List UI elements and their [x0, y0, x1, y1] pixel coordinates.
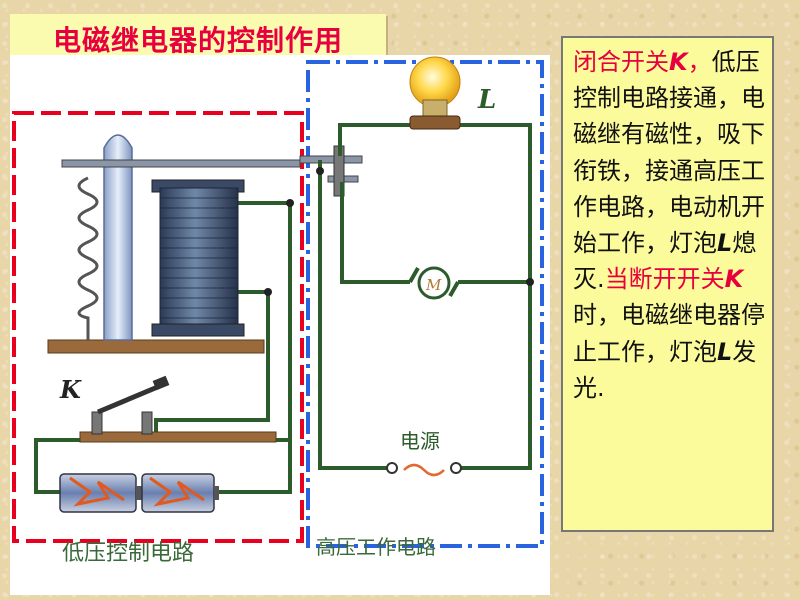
- desc-text-5: .: [597, 265, 605, 294]
- low-circuit-label: 低压控制电路: [62, 541, 194, 566]
- motor-label: M: [425, 276, 442, 294]
- motor: [408, 266, 460, 300]
- desc-l-2: L: [717, 337, 733, 366]
- power-terminal-right: [450, 462, 462, 474]
- description-box: 闭合开关K，低压控制电路接通，电磁继有磁性，吸下衔铁，接通高压工作电路，电动机开…: [561, 36, 774, 532]
- desc-text-3: 低压控制电路接通，电磁继有磁性，吸下衔铁，接通高压工作电路，电动机开始工作，灯泡: [573, 48, 765, 258]
- desc-k-2: K: [724, 265, 744, 294]
- desc-text-6: 当断开开关: [604, 265, 725, 294]
- desc-k-1: K: [669, 48, 688, 76]
- power-terminal-left: [386, 462, 398, 474]
- electromagnet-coil: [159, 187, 239, 327]
- desc-text-4: 熄灭: [573, 229, 757, 294]
- desc-text-7: 时，电磁继电器停止工作，灯泡: [573, 301, 765, 366]
- relay-circuit-svg: K: [12, 56, 544, 566]
- relay-diagram: K: [10, 55, 550, 595]
- switch-label: K: [59, 375, 82, 404]
- desc-text-8: 发光.: [573, 337, 757, 402]
- high-voltage-region: [306, 60, 544, 548]
- relay-base: [47, 339, 265, 354]
- relay-armature: [61, 159, 301, 168]
- high-circuit-wires: [318, 123, 532, 470]
- switch-lever[interactable]: [97, 383, 161, 415]
- upper-contact: [299, 155, 363, 164]
- lamp-label: L: [477, 85, 496, 115]
- ac-symbol: [403, 463, 445, 477]
- low-voltage-region: [12, 111, 304, 543]
- desc-l-1: L: [717, 229, 733, 258]
- desc-text-2: ，: [687, 48, 712, 76]
- relay-pivot-post: [103, 134, 133, 341]
- relay-spring: [77, 176, 99, 340]
- switch-base: [79, 431, 277, 443]
- power-source-label: 电源: [400, 429, 440, 453]
- high-circuit-label: 高压工作电路: [316, 535, 436, 559]
- lamp: [409, 56, 461, 130]
- battery-pack: [59, 473, 219, 513]
- low-circuit-wires: [34, 201, 292, 494]
- page-title: 电磁继电器的控制作用: [52, 24, 343, 57]
- desc-text-1: 闭合开关: [573, 48, 669, 76]
